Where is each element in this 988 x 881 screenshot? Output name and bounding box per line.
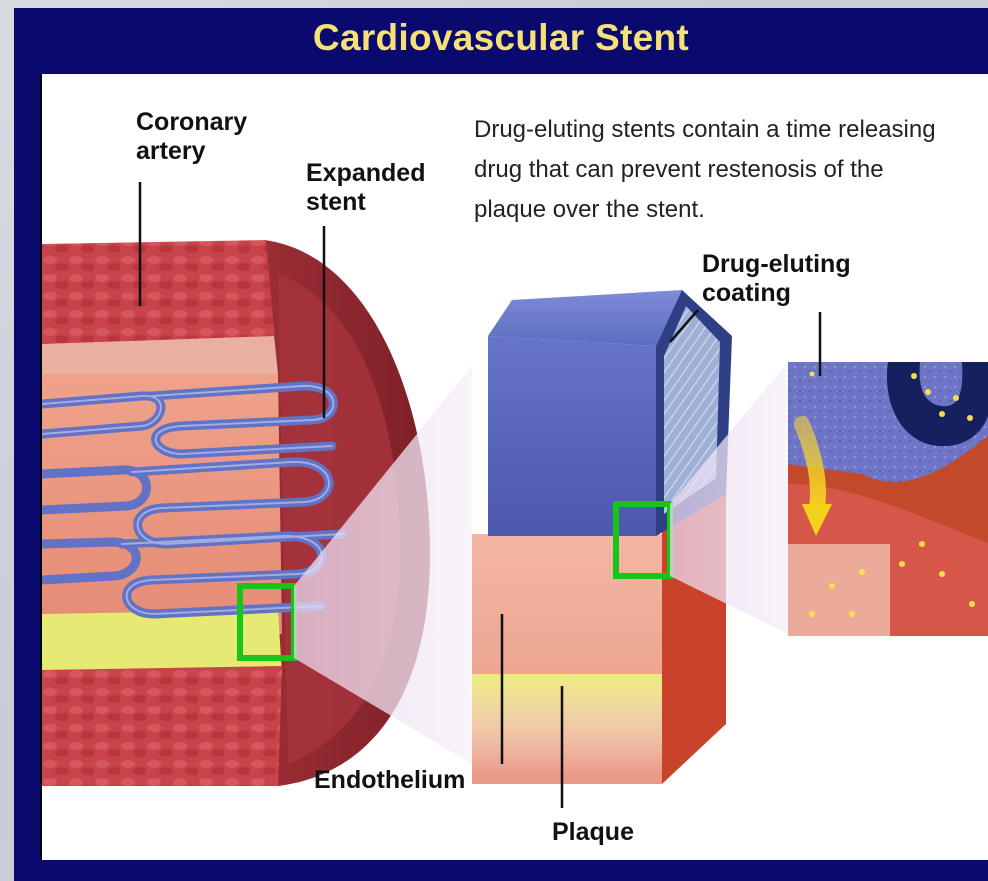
label-expanded-stent: Expanded stent — [306, 159, 425, 217]
label-coronary-artery: Coronary artery — [136, 108, 247, 166]
label-endothelium: Endothelium — [314, 766, 465, 795]
label-drug-eluting-coating: Drug-eluting coating — [702, 250, 851, 308]
diagram-title: Cardiovascular Stent — [14, 8, 988, 72]
label-plaque: Plaque — [552, 818, 634, 847]
coating-detail — [788, 362, 988, 636]
diagram-frame: Cardiovascular Stent — [14, 8, 988, 881]
description-text: Drug-eluting stents contain a time relea… — [474, 110, 944, 230]
diagram-panel: Coronary artery Expanded stent Drug-elut… — [40, 74, 988, 860]
